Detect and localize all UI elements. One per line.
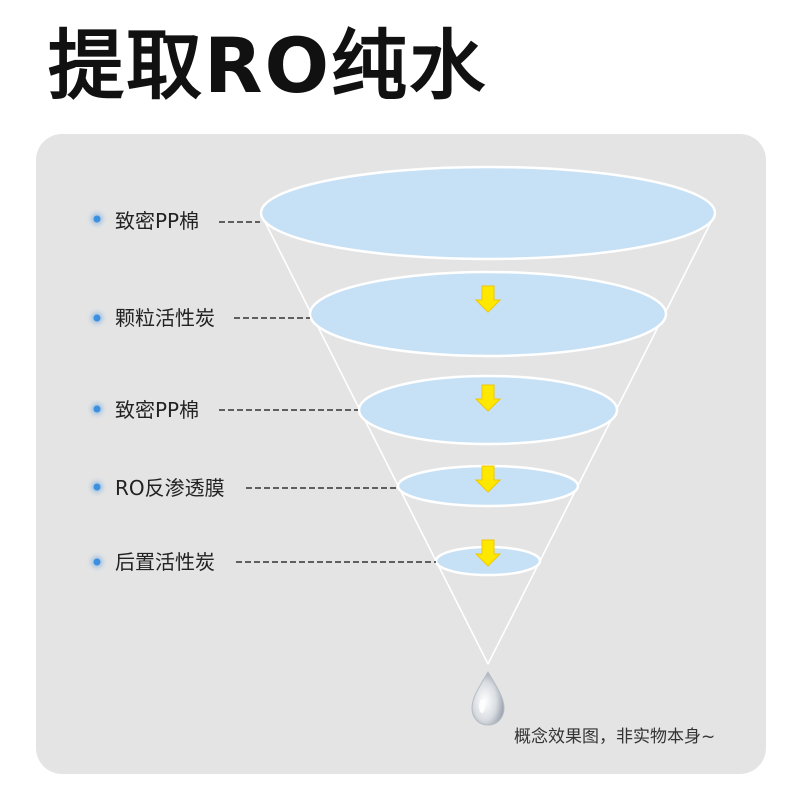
funnel-left-edge: [261, 215, 489, 665]
stage-label-3: 致密PP棉: [115, 398, 200, 422]
stage-label-1: 致密PP棉: [115, 209, 200, 233]
filter-disc-2: [308, 270, 668, 358]
disclaimer-note: 概念效果图，非实物本身~: [514, 727, 716, 747]
down-arrow-icon: [474, 384, 502, 412]
stage-label-5: 后置活性炭: [115, 550, 215, 574]
bullet-dot-icon: [93, 558, 101, 566]
bullet-dot-icon: [93, 215, 101, 223]
funnel-right-edge: [487, 215, 715, 665]
stage-label-2: 颗粒活性炭: [115, 306, 215, 330]
page-title: 提取RO纯水: [48, 21, 488, 110]
down-arrow-icon: [474, 285, 502, 313]
filter-disc-1: [259, 165, 717, 261]
down-arrow-icon: [474, 539, 502, 567]
down-arrow-icon: [474, 465, 502, 493]
stage-label-4: RO反渗透膜: [115, 476, 225, 500]
bullet-dot-icon: [93, 405, 101, 413]
bullet-dot-icon: [93, 483, 101, 491]
water-drop-icon: [471, 670, 505, 726]
bullet-dot-icon: [93, 314, 101, 322]
